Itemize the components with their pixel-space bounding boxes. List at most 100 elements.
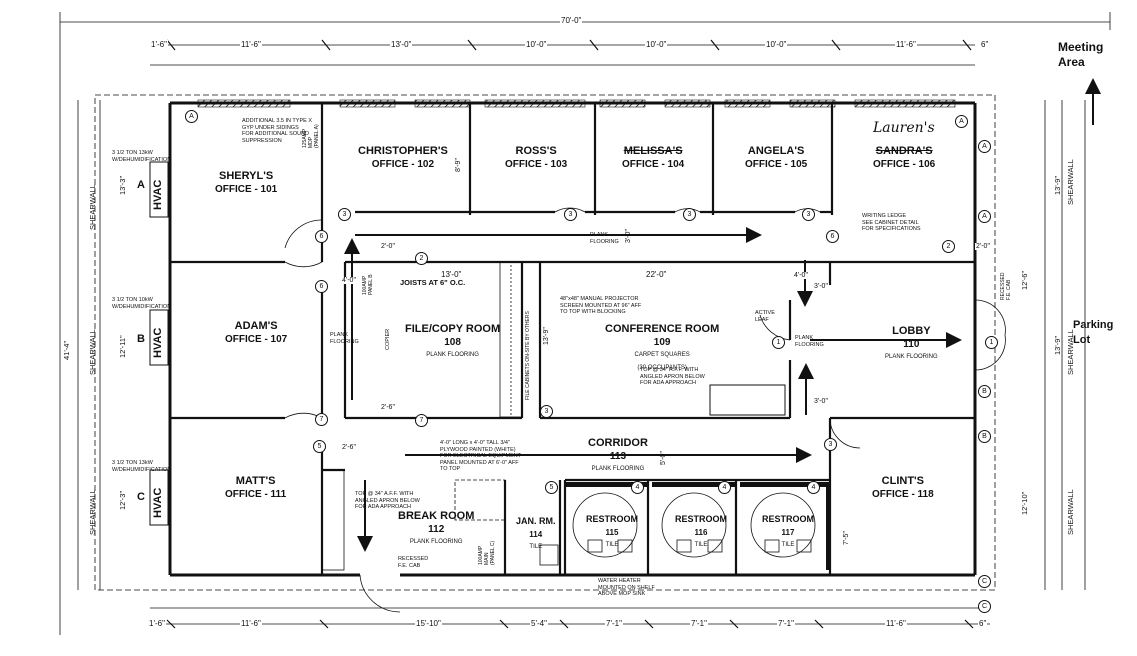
room-clint-sub: OFFICE - 118 (872, 489, 934, 500)
shearwall-right-1: SHEARWALL (1066, 159, 1075, 205)
room-conference-floor: CARPET SQUARES (634, 352, 690, 358)
room-lobby-sub: 110 (903, 339, 920, 350)
door-tag: 7 (315, 413, 328, 426)
door-tag: 4 (807, 481, 820, 494)
room-matt: MATT'S OFFICE - 111 (225, 475, 286, 501)
room-restroom-117-name: RESTROOM (762, 514, 815, 524)
hvac-a-label: HVAC (152, 179, 164, 210)
room-sheryl-sub: OFFICE - 101 (215, 184, 278, 195)
small-dim-5: 4'-0" (793, 272, 809, 279)
room-restroom-115-name: RESTROOM (586, 514, 639, 524)
door-tag: 6 (315, 230, 328, 243)
plank-flooring-note-1: PLANK FLOORING (330, 332, 359, 345)
hvac-b-tag: B (137, 333, 145, 345)
right-dim-1: 13'-9" (1053, 175, 1062, 195)
panel-b-note: 100AMP PANEL B (362, 274, 374, 295)
bottom-dim-9: 6" (978, 619, 988, 628)
room-file-copy: FILE/COPY ROOM 108 PLANK FLOORING (405, 323, 500, 362)
room-ross-name: ROSS'S (515, 145, 557, 157)
bottom-dim-2: 11'-6" (240, 619, 262, 628)
door-tag: 6 (826, 230, 839, 243)
room-ross-sub: OFFICE - 103 (505, 159, 568, 170)
room-restroom-116-name: RESTROOM (675, 514, 728, 524)
small-dim-13: 7'-5" (843, 531, 850, 545)
right-dim-2: 12'-6" (1020, 270, 1029, 290)
room-christopher-name: CHRISTOPHER'S (358, 145, 448, 157)
top-dim-2: 11'-6" (240, 40, 262, 49)
room-corridor: CORRIDOR 113 PLANK FLOORING (588, 437, 648, 476)
door-swings (284, 207, 1006, 613)
window-tag: A (955, 115, 968, 128)
room-janitor-sub: 114 (529, 530, 543, 539)
right-dim-3: 13'-9" (1053, 335, 1062, 355)
room-angela-name: ANGELA'S (747, 145, 805, 157)
small-dim-10: 8'-9" (455, 158, 462, 172)
room-sandra: SANDRA'S OFFICE - 106 (873, 145, 935, 171)
window-tag: C (978, 575, 991, 588)
hvac-c-label: HVAC (152, 487, 164, 518)
small-dim-1: 2'-0" (380, 243, 396, 250)
ada-lobby-note: TOP @ 34" A.F.F. WITH ANGLED APRON BELOW… (640, 367, 705, 386)
room-sheryl: SHERYL'S OFFICE - 101 (215, 170, 277, 196)
room-sandra-name: SANDRA'S (875, 145, 933, 157)
window-tag: B (978, 385, 991, 398)
window-tag: A (978, 140, 991, 153)
file-cabinets-label: FILE CABINETS ON-SITE BY OTHERS (525, 311, 531, 400)
room-restroom-116-sub: 116 (694, 528, 708, 537)
panel-c-note: 100AMP MAIN (PANEL C) (478, 540, 496, 565)
small-dim-7: 3'-0" (813, 398, 829, 405)
panel-a-note: 125AMP MDP (PANEL A) (302, 124, 320, 148)
top-dim-5: 10'-0" (645, 40, 668, 49)
dimension-lines (59, 12, 1111, 635)
top-dim-1: 1'-6" (150, 40, 168, 49)
top-dim-4: 10'-0" (525, 40, 548, 49)
hvac-c-tag: C (137, 491, 145, 503)
recessed-fe-note: RECESSED F.E. CAB (398, 556, 429, 569)
file-cabinets (499, 261, 523, 418)
hvac-a-tag: A (137, 179, 145, 191)
room-melissa-name: MELISSA'S (623, 145, 683, 157)
right-dim-4: 12'-10" (1020, 491, 1029, 515)
lobby-desk (709, 384, 786, 416)
room-lobby: LOBBY 110 PLANK FLOORING (885, 325, 938, 364)
room-conference-sub: 109 (653, 337, 671, 348)
room-janitor-name: JAN. RM. (516, 516, 556, 526)
projector-note: 48"x48" MANUAL PROJECTOR SCREEN MOUNTED … (560, 296, 642, 315)
window-tag: A (185, 110, 198, 123)
room-corridor-floor: PLANK FLOORING (591, 466, 645, 472)
room-sandra-sub: OFFICE - 106 (873, 159, 936, 170)
small-dim-12: 3'-0" (625, 229, 632, 243)
hvac-b-note: 3 1/2 TON 10kW W/DEHUMIDIFICATION (112, 297, 172, 310)
break-counter (321, 469, 506, 571)
small-dim-8: 2'-0" (975, 243, 991, 250)
door-tag: 4 (718, 481, 731, 494)
room-angela-sub: OFFICE - 105 (745, 159, 808, 170)
flow-arrows (344, 78, 1101, 552)
door-tag: 1 (985, 336, 998, 349)
room-break: BREAK ROOM 112 PLANK FLOORING (398, 510, 474, 549)
bottom-dim-8: 11'-6" (885, 619, 907, 628)
window-strips (197, 99, 956, 108)
shearwall-left-2: SHEARWALL (88, 329, 97, 375)
shearwall-right-3: SHEARWALL (1066, 489, 1075, 535)
small-dim-9: 13'-9" (543, 327, 550, 345)
room-corridor-sub: 113 (609, 451, 627, 462)
room-matt-name: MATT'S (235, 475, 276, 487)
ada-break-note: TOP @ 34" A.F.F. WITH ANGLED APRON BELOW… (355, 491, 420, 510)
plywood-note: 4'-0" LONG x 4'-0" TALL 3/4" PLYWOOD PAI… (440, 440, 522, 472)
door-tag: 4 (631, 481, 644, 494)
hvac-c-note: 3 1/2 TON 13kW W/DEHUMIDIFICATION (112, 460, 172, 473)
water-heater-note: WATER HEATER MOUNTED ON SHELF ABOVE MOP … (598, 578, 655, 597)
room-angela: ANGELA'S OFFICE - 105 (745, 145, 807, 171)
room-adam: ADAM'S OFFICE - 107 (225, 320, 287, 346)
top-dim-3: 13'-0" (390, 40, 413, 49)
door-tag: 6 (315, 280, 328, 293)
parking-lot-label: Parking Lot (1073, 319, 1114, 346)
door-tag: 3 (564, 208, 577, 221)
small-dim-4: 22'-0" (645, 270, 668, 279)
small-dim-11: 5'-0" (660, 451, 667, 465)
restroom-walls (565, 482, 831, 570)
copier-label: COPIER (385, 328, 391, 350)
shearwall-left-1: SHEARWALL (88, 184, 97, 230)
